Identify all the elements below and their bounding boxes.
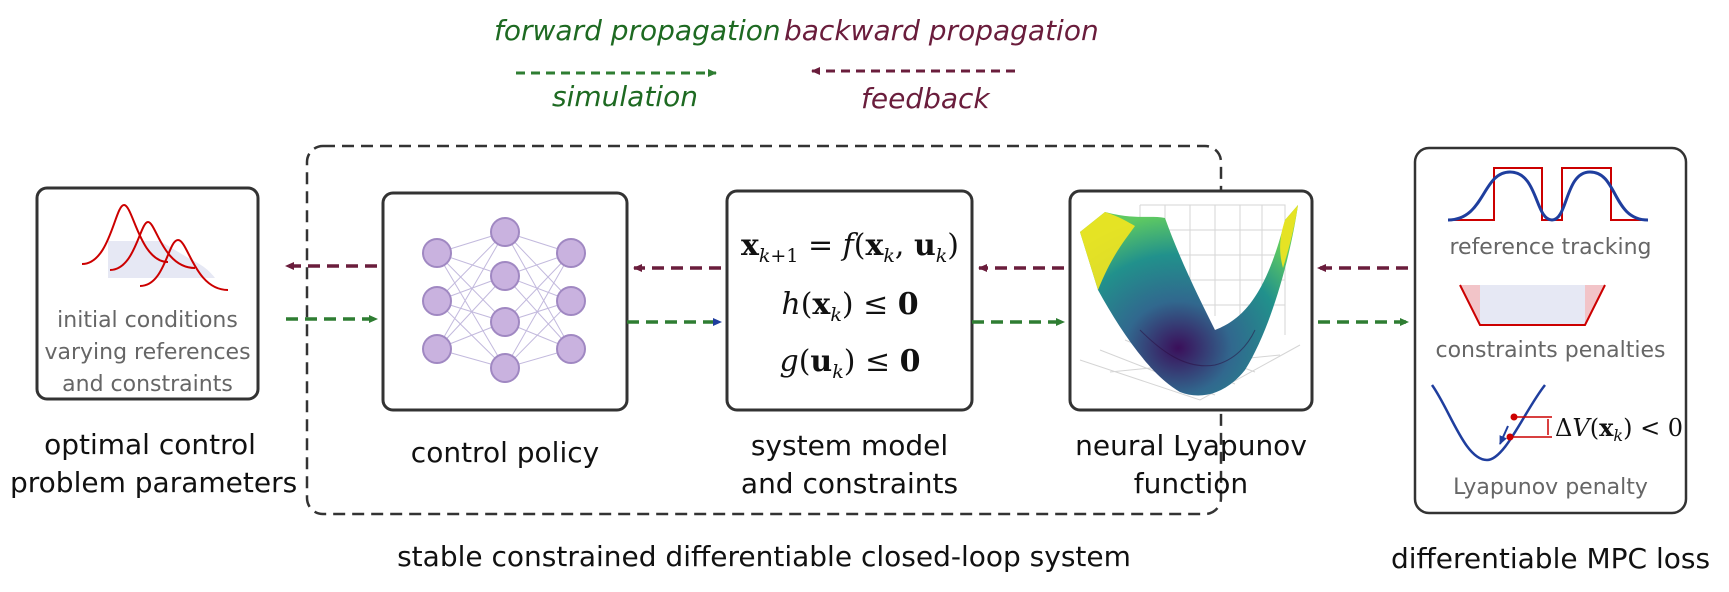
nn-node <box>490 217 520 247</box>
ocp-line-3: and constraints <box>62 372 233 397</box>
ocp-caption-line-1: optimal control <box>44 428 256 461</box>
nn-node <box>490 353 520 383</box>
constraints-penalty-icon <box>1459 284 1606 326</box>
model-caption: system model and constraints <box>712 427 987 503</box>
delta-v-label: ΔV(xk) < 0 <box>1555 413 1683 445</box>
lyapunov-caption-line-2: function <box>1133 467 1249 500</box>
nn-node <box>556 238 586 268</box>
lyapunov-penalty-icon <box>1430 384 1552 462</box>
input-constraint-equation: g(uk) ≤ 0 <box>779 344 920 383</box>
lyapunov-surface-icon <box>1079 204 1301 401</box>
nn-node <box>422 334 452 364</box>
ocp-line-1: initial conditions <box>57 308 238 333</box>
lyapunov-caption-line-1: neural Lyapunov <box>1075 429 1307 462</box>
distribution-curves-icon <box>81 203 229 291</box>
ocp-line-2: varying references <box>44 340 251 365</box>
simulation-label: simulation <box>552 80 698 113</box>
loss-panel-box <box>1413 146 1688 515</box>
constraints-penalties-label: constraints penalties <box>1435 338 1666 363</box>
ocp-caption-line-2: problem parameters <box>10 466 298 499</box>
system-model-box <box>725 189 974 412</box>
ocp-box <box>35 186 260 401</box>
lyapunov-caption: neural Lyapunov function <box>1055 427 1327 503</box>
mpc-loss-caption: differentiable MPC loss <box>1390 542 1711 575</box>
closed-loop-caption: stable constrained differentiable closed… <box>397 540 1131 573</box>
reference-tracking-icon <box>1447 167 1649 222</box>
nn-node <box>490 307 520 337</box>
ocp-caption: optimal control problem parameters <box>10 426 298 502</box>
dynamics-equation: xk+1 = f(xk, uk) <box>741 228 959 267</box>
nn-node <box>556 334 586 364</box>
model-caption-line-2: and constraints <box>740 467 959 500</box>
lyapunov-penalty-label: Lyapunov penalty <box>1453 475 1648 500</box>
nn-node <box>556 286 586 316</box>
policy-caption: control policy <box>410 436 600 469</box>
forward-propagation-label: forward propagation <box>494 14 781 47</box>
nn-node <box>490 261 520 291</box>
reference-tracking-label: reference tracking <box>1449 235 1652 260</box>
ocp-description: initial conditions varying references an… <box>37 305 258 401</box>
backward-propagation-label: backward propagation <box>784 14 1099 47</box>
model-caption-line-1: system model <box>750 429 949 462</box>
state-constraint-equation: h(xk) ≤ 0 <box>781 287 918 326</box>
nn-node <box>422 238 452 268</box>
nn-node <box>422 286 452 316</box>
feedback-label: feedback <box>861 82 990 115</box>
